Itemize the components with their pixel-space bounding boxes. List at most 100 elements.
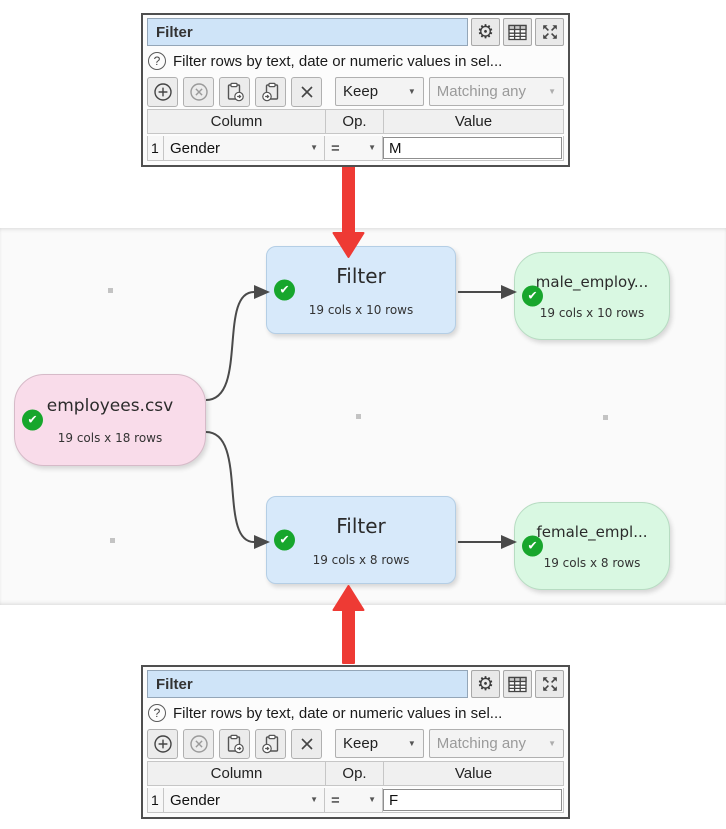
expand-panel-button[interactable] <box>535 670 564 698</box>
paste-criteria-button[interactable] <box>255 728 286 759</box>
column-header: Column <box>148 762 326 785</box>
ok-check-icon: ✔ <box>274 279 295 301</box>
op-header: Op. <box>326 110 384 133</box>
grid-dot <box>110 538 115 543</box>
column-select[interactable]: Gender ▼ <box>164 788 325 812</box>
panel-title-row: Filter ⚙ <box>147 18 564 46</box>
plus-circle-icon <box>153 734 172 753</box>
panel-help-row: ? Filter rows by text, date or numeric v… <box>147 48 564 74</box>
settings-gear-button[interactable]: ⚙ <box>471 18 500 46</box>
expand-arrows-icon <box>542 677 557 691</box>
node-title: employees.csv <box>46 395 174 416</box>
transform-name-input[interactable]: Filter <box>147 670 468 698</box>
node-employees-csv[interactable]: ✔ employees.csv 19 cols x 18 rows <box>14 374 206 466</box>
node-title: Filter <box>336 263 386 288</box>
value-input[interactable]: M <box>383 137 562 159</box>
ok-check-icon: ✔ <box>522 285 543 307</box>
matching-mode-value: Matching any <box>436 83 527 100</box>
matching-mode-dropdown[interactable]: Matching any ▼ <box>428 77 564 106</box>
add-criterion-button[interactable] <box>147 728 178 759</box>
node-female-employees-output[interactable]: ✔ female_empl... 19 cols x 8 rows <box>514 502 670 590</box>
panel-help-row: ? Filter rows by text, date or numeric v… <box>147 700 564 726</box>
x-icon <box>300 737 313 750</box>
copy-criteria-button[interactable] <box>219 728 250 759</box>
table-view-button[interactable] <box>503 18 532 46</box>
panel-toolbar: Keep ▼ Matching any ▼ <box>147 76 564 107</box>
help-text: Filter rows by text, date or numeric val… <box>173 704 503 722</box>
column-select-value: Gender <box>170 139 221 157</box>
clear-criteria-button[interactable] <box>291 76 322 107</box>
table-view-button[interactable] <box>503 670 532 698</box>
settings-gear-button[interactable]: ⚙ <box>471 670 500 698</box>
x-circle-icon <box>189 82 208 101</box>
value-header: Value <box>454 765 493 782</box>
expand-panel-button[interactable] <box>535 18 564 46</box>
node-size-label: 19 cols x 8 rows <box>312 552 410 567</box>
chevron-down-icon: ▼ <box>548 86 556 96</box>
criteria-table-header: Column Op. Value <box>147 109 564 134</box>
node-filter-top[interactable]: ✔ Filter 19 cols x 10 rows <box>266 246 456 334</box>
transform-name-input[interactable]: Filter <box>147 18 468 46</box>
column-select-value: Gender <box>170 791 221 809</box>
x-circle-icon <box>189 734 208 753</box>
node-title: male_employ... <box>535 272 649 291</box>
paste-criteria-button[interactable] <box>255 76 286 107</box>
clipboard-arrow-in-icon <box>261 734 278 753</box>
table-icon <box>508 24 527 40</box>
chevron-down-icon: ▼ <box>407 738 416 748</box>
help-icon[interactable]: ? <box>148 52 166 70</box>
ok-check-icon: ✔ <box>274 529 295 551</box>
copy-criteria-button[interactable] <box>219 76 250 107</box>
column-header: Column <box>148 110 326 133</box>
node-title: female_empl... <box>536 522 648 541</box>
x-icon <box>300 85 313 98</box>
row-number: 1 <box>148 136 164 160</box>
row-number: 1 <box>148 788 164 812</box>
filter-properties-panel-top: Filter ⚙ <box>141 13 570 167</box>
column-select[interactable]: Gender ▼ <box>164 136 325 160</box>
node-male-employees-output[interactable]: ✔ male_employ... 19 cols x 10 rows <box>514 252 670 340</box>
grid-dot <box>356 414 361 419</box>
help-icon[interactable]: ? <box>148 704 166 722</box>
value-header: Value <box>454 113 493 130</box>
ok-check-icon: ✔ <box>522 535 543 557</box>
clipboard-arrow-out-icon <box>227 82 244 101</box>
keep-remove-dropdown[interactable]: Keep ▼ <box>335 729 424 758</box>
criteria-table-header: Column Op. Value <box>147 761 564 786</box>
value-input[interactable]: F <box>383 789 562 811</box>
node-title: Filter <box>336 513 386 538</box>
panel-toolbar: Keep ▼ Matching any ▼ <box>147 728 564 759</box>
op-select[interactable]: = ▼ <box>325 788 383 812</box>
table-icon <box>508 676 527 692</box>
node-size-label: 19 cols x 10 rows <box>308 302 414 317</box>
chevron-down-icon: ▼ <box>368 143 376 152</box>
gear-icon: ⚙ <box>476 672 495 695</box>
node-size-label: 19 cols x 18 rows <box>57 430 163 445</box>
keep-remove-dropdown[interactable]: Keep ▼ <box>335 77 424 106</box>
clear-criteria-button[interactable] <box>291 728 322 759</box>
chevron-down-icon: ▼ <box>368 795 376 804</box>
grid-dot <box>603 415 608 420</box>
remove-criterion-button[interactable] <box>183 728 214 759</box>
keep-remove-value: Keep <box>343 735 379 752</box>
node-size-label: 19 cols x 10 rows <box>539 305 645 320</box>
remove-criterion-button[interactable] <box>183 76 214 107</box>
panel-title-row: Filter ⚙ <box>147 670 564 698</box>
gear-icon: ⚙ <box>476 20 495 43</box>
matching-mode-value: Matching any <box>436 735 527 752</box>
op-select[interactable]: = ▼ <box>325 136 383 160</box>
op-select-value: = <box>331 791 340 809</box>
node-filter-bottom[interactable]: ✔ Filter 19 cols x 8 rows <box>266 496 456 584</box>
keep-remove-value: Keep <box>343 83 379 100</box>
ok-check-icon: ✔ <box>22 409 43 431</box>
grid-dot <box>108 288 113 293</box>
op-select-value: = <box>331 139 340 157</box>
help-text: Filter rows by text, date or numeric val… <box>173 52 503 70</box>
add-criterion-button[interactable] <box>147 76 178 107</box>
clipboard-arrow-out-icon <box>227 734 244 753</box>
criteria-table-row: 1 Gender ▼ = ▼ M <box>147 136 564 161</box>
matching-mode-dropdown[interactable]: Matching any ▼ <box>428 729 564 758</box>
chevron-down-icon: ▼ <box>548 738 556 748</box>
clipboard-arrow-in-icon <box>261 82 278 101</box>
